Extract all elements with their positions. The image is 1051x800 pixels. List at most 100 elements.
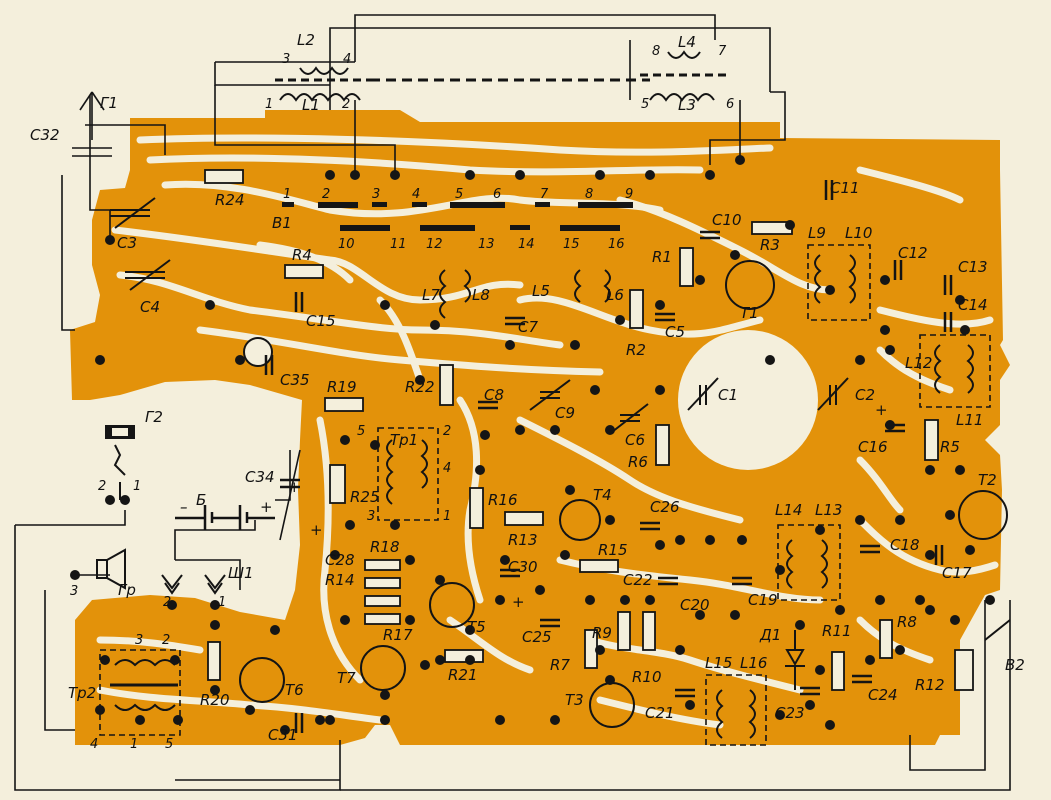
jack-g2 [105,425,135,500]
solder-pad [730,610,740,620]
solder-pad [465,655,475,665]
label-r19: R19 [327,378,357,396]
label-c6: C6 [625,431,645,449]
label-r20: R20 [200,691,230,709]
solder-pad [245,705,255,715]
solder-pad [430,320,440,330]
solder-pads [70,155,995,735]
solder-pad [325,715,335,725]
label-c18: C18 [890,536,920,554]
switch-pin-5: 5 [455,187,463,202]
label-c1: C1 [718,386,738,404]
solder-pad [880,275,890,285]
solder-pad [775,710,785,720]
label-gr: Гр [118,581,136,599]
label-l13: L13 [815,501,842,519]
label-r6: R6 [628,453,648,471]
pin-l4-7: 7 [718,44,727,59]
label-c10: C10 [712,211,742,229]
solder-pad [675,645,685,655]
pin-l1-1: 1 [265,97,273,112]
solder-pad [695,610,705,620]
solder-pad [330,550,340,560]
pin-sh-1: 1 [218,595,226,610]
solder-pad [655,385,665,395]
solder-pad [735,155,745,165]
solder-pad [685,700,695,710]
c34-plus: + [288,478,301,496]
solder-pad [705,170,715,180]
switch-pin-15: 15 [563,237,580,252]
label-c13: C13 [958,258,988,276]
solder-pad [960,325,970,335]
solder-pad [915,595,925,605]
battery-minus: – [180,498,188,516]
label-c5: C5 [665,323,685,341]
switch-pin-16: 16 [608,237,625,252]
pin-l3-6: 6 [726,97,734,112]
solder-pad [100,655,110,665]
label-c31: C31 [268,726,298,744]
c16-plus: + [875,401,888,419]
solder-pad [615,315,625,325]
label-l5: L5 [532,282,550,300]
pin-g2-2: 2 [98,479,106,494]
solder-pad [585,595,595,605]
solder-pad [815,525,825,535]
label-c35: C35 [280,371,310,389]
pin-tr2-2: 2 [162,633,170,648]
label-r11: R11 [822,622,852,640]
solder-pad [765,355,775,365]
label-b2: В2 [1005,656,1025,674]
solder-pad [925,465,935,475]
solder-pad [595,645,605,655]
label-d1: Д1 [759,626,781,644]
transistors [239,260,1008,728]
pin-l1-2: 2 [342,97,350,112]
pin-tr2-1: 1 [130,737,138,752]
solder-pad [655,540,665,550]
label-c15: C15 [306,312,336,330]
label-r2: R2 [626,341,646,359]
solder-pad [885,420,895,430]
label-l8: L8 [472,286,490,304]
label-r10: R10 [632,668,662,686]
solder-pad [390,170,400,180]
solder-pad [420,660,430,670]
solder-pad [925,550,935,560]
label-l11: L11 [956,411,983,429]
solder-pad [605,675,615,685]
switch-pin-11: 11 [390,237,407,252]
solder-pad [210,620,220,630]
solder-pad [95,705,105,715]
label-c24: C24 [868,686,898,704]
solder-pad [173,715,183,725]
label-l6: L6 [606,286,624,304]
label-c17: C17 [942,564,972,582]
label-c22: C22 [623,571,653,589]
switch-b2 [984,619,1011,641]
label-l10: L10 [845,224,872,242]
solder-pad [495,715,505,725]
pin-tr1-1: 1 [443,509,451,524]
pin-tr1-4: 4 [443,461,451,476]
label-t1: T1 [740,304,759,322]
label-l16: L16 [740,654,767,672]
label-c21: C21 [645,704,675,722]
solder-pad [945,510,955,520]
label-c2: C2 [855,386,875,404]
solder-pad [825,720,835,730]
label-t4: T4 [593,486,612,504]
label-c19: C19 [748,591,778,609]
solder-pad [105,235,115,245]
solder-pad [675,535,685,545]
solder-pad [167,600,177,610]
solder-pad [645,595,655,605]
solder-pad [135,715,145,725]
solder-pad [505,340,515,350]
label-l15: L15 [705,654,732,672]
label-l4: L4 [678,33,696,51]
label-l12: L12 [905,354,932,372]
solder-pad [340,615,350,625]
